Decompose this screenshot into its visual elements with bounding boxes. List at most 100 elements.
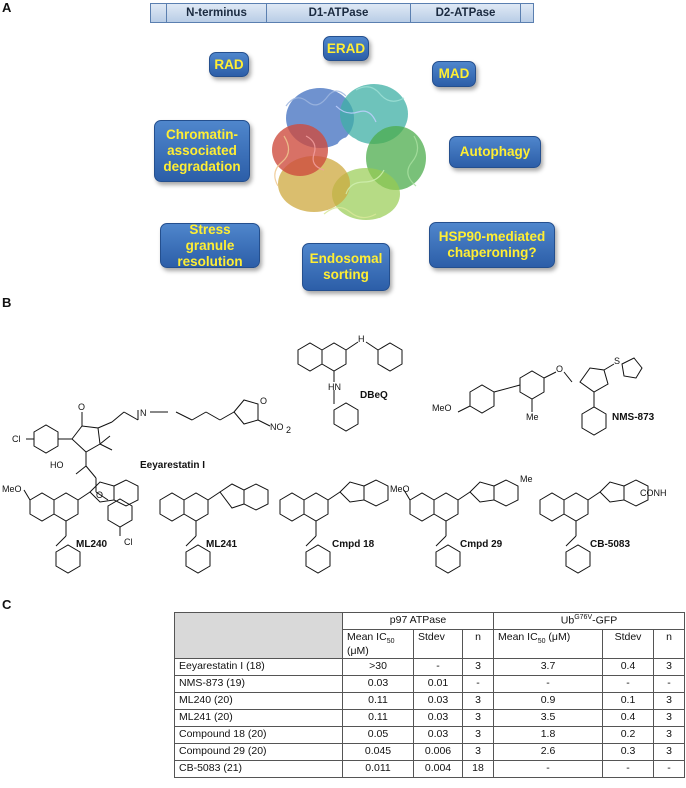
cell-ub-stdev: - [602, 760, 654, 779]
cell-p97-n: 3 [462, 726, 494, 745]
cell-p97-n: 3 [462, 658, 494, 677]
header-p97: p97 ATPase [342, 612, 494, 630]
atom-no2-sub: 2 [286, 425, 291, 435]
cell-ub-stdev: 0.4 [602, 658, 654, 677]
col-n-p97: n [462, 628, 494, 660]
cell-ub-mean: 1.8 [493, 726, 603, 745]
cell-ub-mean: - [493, 760, 603, 779]
col-mean-ub: Mean IC50 (μM) [493, 628, 603, 660]
atom-conh2: CONH [640, 488, 667, 498]
function-endosomal: Endosomal sorting [302, 243, 390, 291]
function-hsp90: HSP90-mediated chaperoning? [429, 222, 555, 268]
cell-ub-stdev: 0.2 [602, 726, 654, 745]
cell-compound: Compound 18 (20) [174, 726, 343, 745]
domain-d1: D1-ATPase [267, 4, 411, 22]
cell-p97-mean: 0.011 [342, 760, 414, 779]
table-corner [174, 611, 343, 660]
label-eeyarestatin: Eeyarestatin I [140, 460, 205, 471]
atom-o: O [556, 364, 563, 374]
label-ml240: ML240 [76, 539, 108, 550]
cell-ub-mean: 0.9 [493, 692, 603, 711]
cell-compound: ML241 (20) [174, 709, 343, 728]
cell-p97-stdev: 0.004 [413, 760, 463, 779]
atom-meo: MeO [2, 484, 22, 494]
domain-spacer-end [521, 4, 533, 22]
function-autophagy: Autophagy [449, 136, 541, 168]
label-cmpd29: Cmpd 29 [460, 539, 503, 550]
cell-ub-mean: 2.6 [493, 743, 603, 762]
function-chromatin: Chromatin-associated degradation [154, 120, 250, 182]
cell-p97-mean: 0.045 [342, 743, 414, 762]
atom-cl: Cl [124, 537, 133, 547]
cell-ub-n: 3 [653, 709, 685, 728]
col-stdev-ub: Stdev [602, 628, 654, 660]
cell-p97-stdev: - [413, 658, 463, 677]
cell-p97-mean: 0.11 [342, 709, 414, 728]
cell-compound: CB-5083 (21) [174, 760, 343, 779]
chemical-structures: Cl O N O NO 2 HO O Cl HN H MeO Me O S Me… [2, 334, 667, 574]
cell-compound: ML240 (20) [174, 692, 343, 711]
cell-compound: Compound 29 (20) [174, 743, 343, 762]
cell-ub-stdev: 0.1 [602, 692, 654, 711]
label-ml241: ML241 [206, 539, 238, 550]
cell-p97-n: 3 [462, 692, 494, 711]
cell-p97-n: - [462, 675, 494, 694]
cell-ub-n: 3 [653, 658, 685, 677]
cell-p97-mean: 0.05 [342, 726, 414, 745]
header-ub: UbG76V-GFP [493, 612, 685, 630]
panel-b-label: B [2, 295, 12, 310]
cell-ub-stdev: 0.3 [602, 743, 654, 762]
atom-me-so2: MeO [432, 403, 452, 413]
label-cb5083: CB-5083 [590, 539, 630, 550]
atom-me: Me [526, 412, 539, 422]
ic50-table: p97 ATPase UbG76V-GFP Mean IC50(μM) Stde… [174, 611, 685, 779]
function-erad: ERAD [323, 36, 369, 61]
atom-no2: NO [270, 422, 284, 432]
cell-ub-stdev: 0.4 [602, 709, 654, 728]
cell-p97-n: 3 [462, 743, 494, 762]
cell-p97-mean: 0.11 [342, 692, 414, 711]
cell-p97-stdev: 0.01 [413, 675, 463, 694]
atom-me: Me [520, 474, 533, 484]
atom-s: S [614, 356, 620, 366]
cell-ub-n: 3 [653, 726, 685, 745]
cell-ub-stdev: - [602, 675, 654, 694]
cell-compound: Eeyarestatin I (18) [174, 658, 343, 677]
function-stress-granule: Stress granule resolution [160, 222, 260, 269]
table-subheader-row: Mean IC50(μM) Stdev n Mean IC50 (μM) Std… [175, 628, 685, 660]
domain-bar: N-terminus D1-ATPase D2-ATPase [150, 3, 534, 23]
atom-meo: MeO [390, 484, 410, 494]
atom-cl: Cl [12, 434, 21, 444]
domain-d2: D2-ATPase [411, 4, 521, 22]
col-n-ub: n [653, 628, 685, 660]
cell-p97-stdev: 0.03 [413, 692, 463, 711]
col-stdev-p97: Stdev [413, 628, 463, 660]
cell-p97-stdev: 0.03 [413, 709, 463, 728]
panel-a-label: A [2, 0, 12, 15]
domain-n-terminus: N-terminus [167, 4, 267, 22]
col-mean-p97: Mean IC50(μM) [342, 628, 414, 660]
cell-p97-mean: 0.03 [342, 675, 414, 694]
atom-o: O [96, 490, 103, 500]
cell-ub-n: - [653, 760, 685, 779]
label-cmpd18: Cmpd 18 [332, 539, 375, 550]
cell-p97-stdev: 0.006 [413, 743, 463, 762]
function-mad: MAD [432, 61, 476, 87]
panel-c-label: C [2, 597, 12, 612]
atom-h: H [358, 334, 365, 344]
cell-p97-stdev: 0.03 [413, 726, 463, 745]
atom-hn: HN [328, 382, 341, 392]
cell-ub-n: 3 [653, 692, 685, 711]
atom-o: O [260, 396, 267, 406]
cell-p97-n: 3 [462, 709, 494, 728]
atom-n: N [140, 408, 147, 418]
atom-ho: HO [50, 460, 64, 470]
cell-ub-mean: 3.7 [493, 658, 603, 677]
cell-compound: NMS-873 (19) [174, 675, 343, 694]
domain-spacer [151, 4, 167, 22]
